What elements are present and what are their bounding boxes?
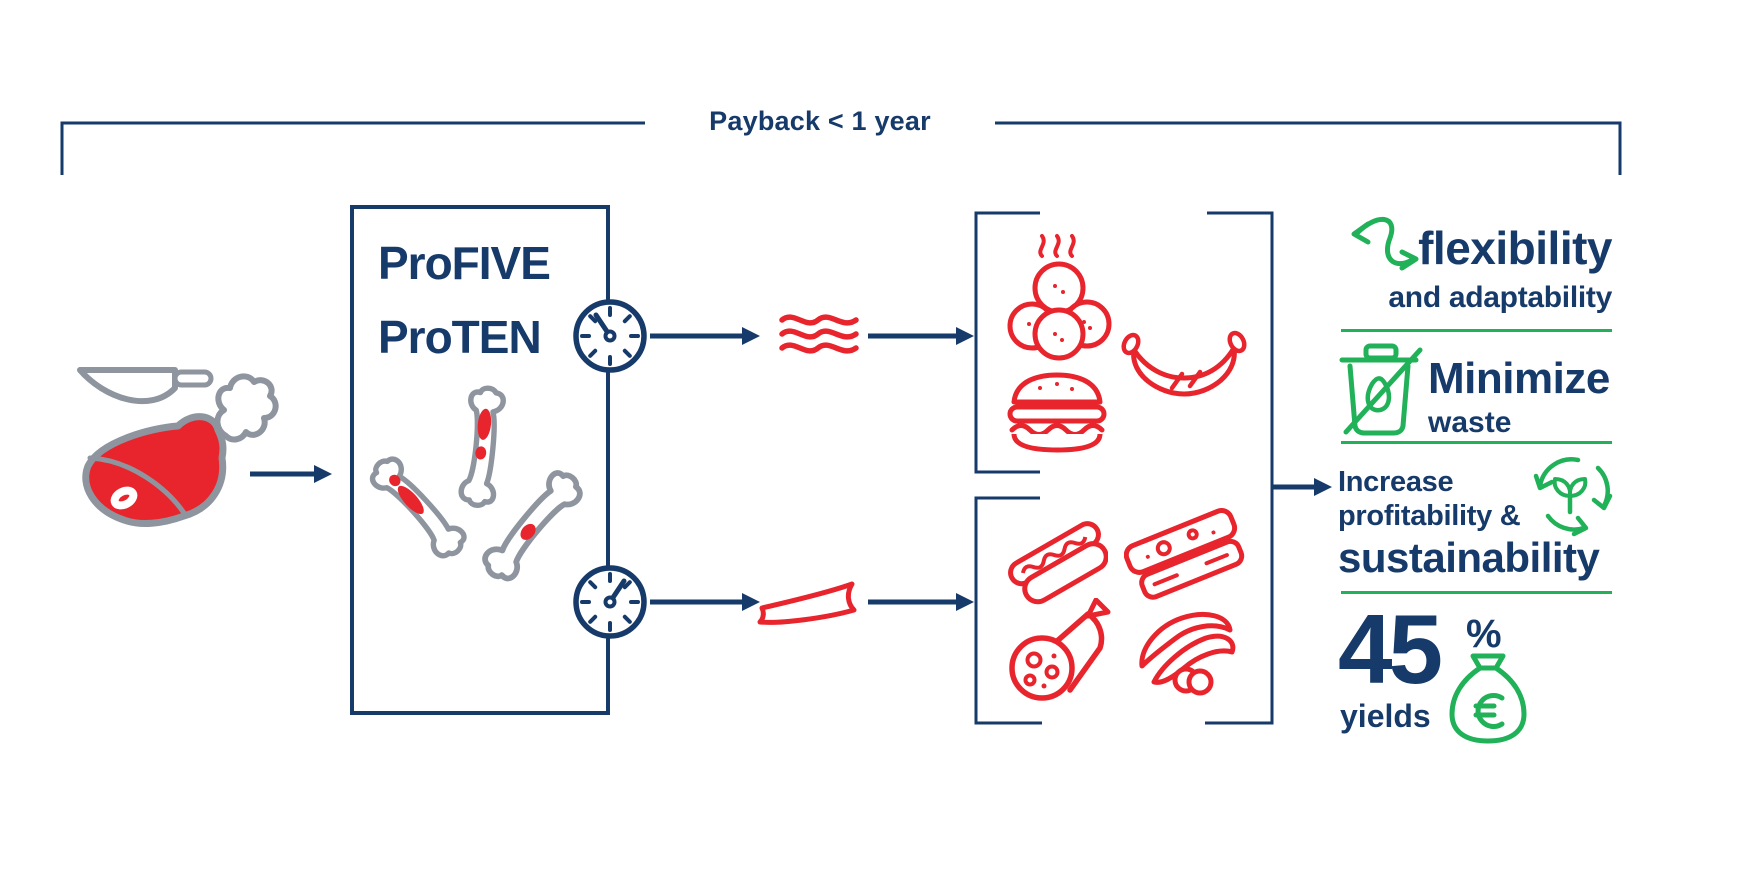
bones-icon <box>362 378 602 663</box>
raw-meat-input <box>66 352 281 527</box>
no-waste-bin-icon <box>1339 343 1423 436</box>
flow-arrow-timer-bottom <box>650 593 760 611</box>
benefit-sustainability-line3: sustainability <box>1338 534 1600 581</box>
product-salami <box>1004 598 1114 704</box>
payback-bracket <box>60 121 1622 175</box>
intermediate-bottom <box>754 578 862 626</box>
benefit-flexibility-title: flexibility <box>1418 222 1612 274</box>
timer-bottom <box>570 562 650 642</box>
products-frame <box>974 211 1274 725</box>
product-sliced-meat <box>1124 508 1250 602</box>
minced-meat-strands-icon <box>779 314 859 354</box>
flow-arrow-to-benefits <box>1272 478 1332 496</box>
machine-box <box>350 205 610 715</box>
benefit-flexibility-subtitle: and adaptability <box>1388 281 1612 314</box>
steam-icon <box>1038 234 1076 258</box>
sausage-pair-icon <box>1139 612 1236 696</box>
divider-1 <box>1341 329 1612 332</box>
divider-2 <box>1341 441 1612 444</box>
benefit-waste-subtitle: waste <box>1428 406 1512 439</box>
product-meatballs <box>1002 230 1117 362</box>
benefit-waste-icon <box>1334 340 1426 438</box>
product-burger <box>1002 370 1112 454</box>
steaming-meatballs-icon <box>1007 234 1112 361</box>
machine-name-line1: ProFIVE <box>378 237 551 289</box>
ham-body <box>82 413 227 527</box>
benefit-yields-value: 45 <box>1338 594 1443 704</box>
product-sausages <box>1134 608 1238 698</box>
machine-name: ProFIVE ProTEN <box>378 226 598 374</box>
benefit-yields-icon <box>1444 650 1532 746</box>
timer-icon <box>573 299 647 373</box>
benefit-yields-label: yields <box>1340 698 1431 734</box>
flow-arrow-strands-to-products <box>868 327 974 345</box>
money-bag-euro-icon <box>1449 653 1527 744</box>
product-grilled-sausage <box>1118 326 1250 406</box>
hot-dog-icon <box>1008 521 1108 605</box>
intermediate-top <box>778 310 862 362</box>
flexibility-arrows-icon <box>1351 216 1419 271</box>
flow-arrow-input <box>250 465 332 483</box>
benefit-flexibility-icon <box>1338 208 1438 288</box>
timer-top <box>570 296 650 376</box>
product-hot-dog <box>1006 510 1108 606</box>
grilled-sausage-icon <box>1121 330 1247 397</box>
salami-icon <box>1009 598 1111 701</box>
benefit-waste-title: Minimize <box>1428 354 1610 403</box>
bones-in-machine <box>362 378 602 663</box>
ham-leg-knife-icon <box>77 367 279 527</box>
knife-icon <box>77 367 178 405</box>
benefit-sustainability-icon <box>1526 454 1614 538</box>
benefit-sustainability-line2: profitability & <box>1338 500 1521 532</box>
bone-end-icon <box>214 373 279 443</box>
flow-arrow-timer-top <box>650 327 760 345</box>
timer-icon <box>573 565 647 639</box>
flow-arrow-slab-to-products <box>868 593 974 611</box>
sliced-meat-icon <box>1124 508 1245 600</box>
benefit-sustainability-line1: Increase <box>1338 466 1454 498</box>
divider-3 <box>1341 591 1612 594</box>
machine-name-line2: ProTEN <box>378 311 542 363</box>
benefit-yields-unit: % <box>1466 612 1502 656</box>
payback-label: Payback < 1 year <box>709 106 931 136</box>
burger-icon <box>1007 372 1107 453</box>
meat-slab-icon <box>757 581 857 625</box>
recycle-plant-icon <box>1533 457 1613 537</box>
